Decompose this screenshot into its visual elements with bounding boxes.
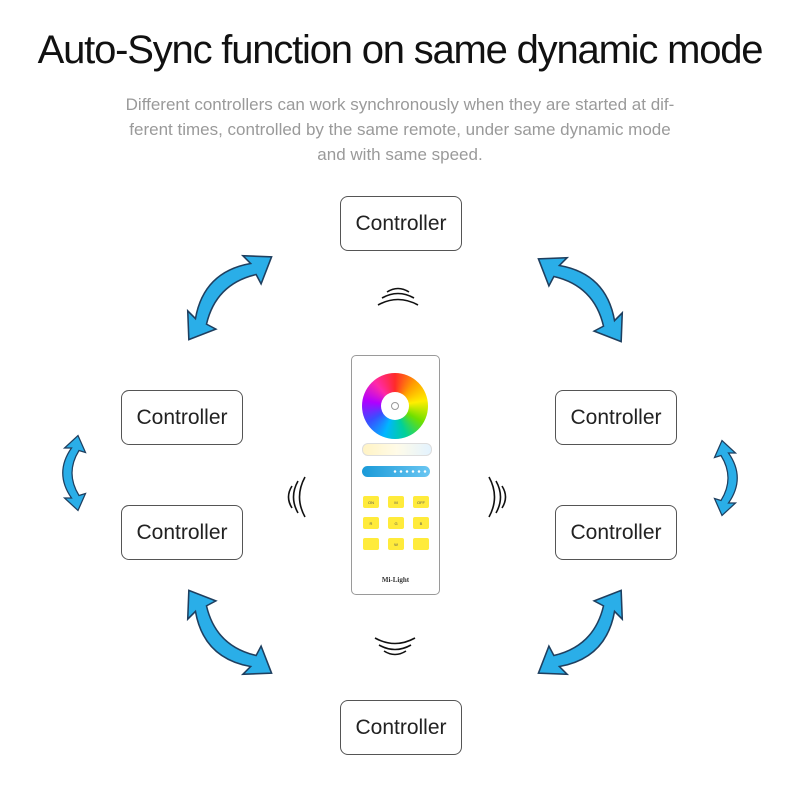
subtitle: Different controllers can work synchrono… [60,92,740,167]
controller-box-left-upper: Controller [121,390,243,445]
remote-button-mode: M [388,496,404,508]
subtitle-line: ferent times, controlled by the same rem… [129,120,671,139]
sync-arrow-left [62,434,87,512]
brand-logo: Mi-Light [381,576,410,584]
signal-icon-top [377,287,419,306]
brightness-bar [362,466,430,477]
subtitle-line: Different controllers can work synchrono… [125,95,675,114]
sync-arrow-bottom-right [529,581,639,691]
controller-box-bottom: Controller [340,700,462,755]
remote-button-speed-down [363,538,379,550]
remote-button-off: OFF [413,496,429,508]
color-wheel [362,373,428,439]
remote-button-r: R [363,517,379,529]
signal-icon-right [488,476,507,518]
remote-button-speed-up [413,538,429,550]
page-title: Auto-Sync function on same dynamic mode [37,28,764,72]
subtitle-line: and with same speed. [317,145,483,164]
sync-arrow-bottom-left [171,581,281,691]
controller-box-right-upper: Controller [555,390,677,445]
controller-box-right-lower: Controller [555,505,677,560]
remote-button-on: ON [363,496,379,508]
sync-arrow-top-left [171,239,281,349]
color-temperature-bar [362,443,432,456]
sync-arrow-right [713,439,738,517]
remote-control: ON M OFF R G B W Mi-Light [351,355,440,595]
signal-icon-bottom [374,637,416,656]
sync-arrow-top-right [529,241,639,351]
remote-button-b: B [413,517,429,529]
controller-box-top: Controller [340,196,462,251]
remote-button-g: G [388,517,404,529]
remote-button-w: W [388,538,404,550]
signal-icon-left [287,476,306,518]
controller-box-left-lower: Controller [121,505,243,560]
